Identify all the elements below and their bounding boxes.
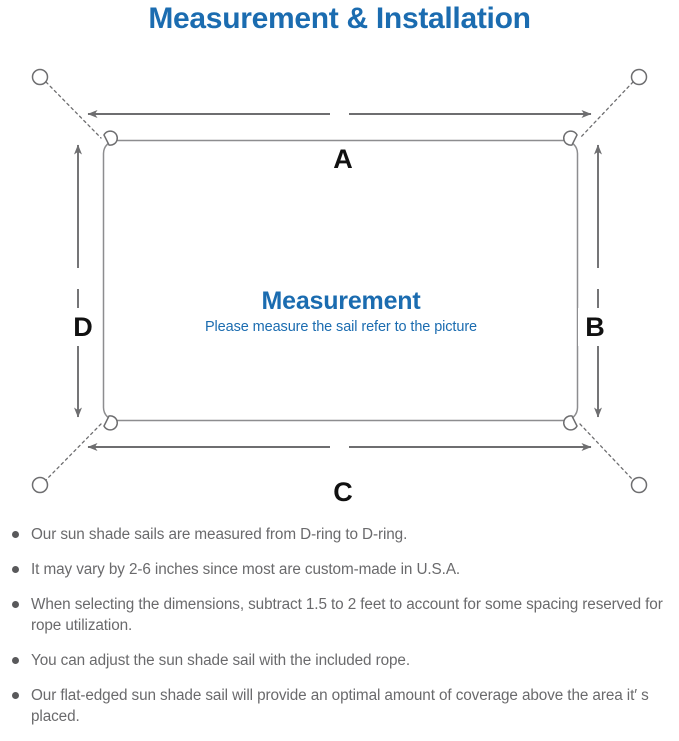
list-item: You can adjust the sun shade sail with t…	[0, 650, 679, 671]
bullet-icon	[12, 657, 19, 664]
anchor-point-top-left	[31, 68, 49, 86]
page-title: Measurement & Installation	[148, 2, 531, 35]
list-item: Our sun shade sails are measured from D-…	[0, 524, 679, 545]
notes-list: Our sun shade sails are measured from D-…	[0, 524, 679, 741]
bullet-icon	[12, 531, 19, 538]
rope-lines	[45, 81, 634, 481]
list-item: When selecting the dimensions, subtract …	[0, 594, 679, 636]
anchor-point-bottom-right	[630, 476, 648, 494]
dimension-label-a: A	[322, 144, 364, 174]
bullet-icon	[12, 601, 19, 608]
note-text: When selecting the dimensions, subtract …	[31, 596, 663, 634]
note-text: Our flat-edged sun shade sail will provi…	[31, 687, 649, 725]
note-text: It may vary by 2-6 inches since most are…	[31, 561, 461, 578]
anchor-point-bottom-left	[31, 476, 49, 494]
sail-measurement-diagram: Measurement Please measure the sail refe…	[0, 46, 679, 516]
d-rings	[103, 130, 578, 431]
list-item: It may vary by 2-6 inches since most are…	[0, 559, 679, 580]
d-ring-bottom-left	[103, 415, 119, 431]
rope-line-top-right	[579, 81, 634, 139]
d-ring-top-left	[103, 130, 119, 146]
anchor-points	[31, 68, 648, 494]
dimension-arrows	[73, 109, 603, 452]
d-ring-top-right	[562, 130, 578, 146]
dimension-label-b: B	[578, 308, 612, 346]
d-ring-bottom-right	[562, 415, 578, 431]
dimension-label-c: C	[322, 477, 364, 507]
dimension-label-d: D	[66, 308, 100, 346]
diagram-svg	[31, 68, 648, 494]
list-item: Our flat-edged sun shade sail will provi…	[0, 685, 679, 727]
bullet-icon	[12, 566, 19, 573]
rope-line-bottom-right	[579, 423, 634, 481]
rope-line-bottom-left	[45, 423, 102, 481]
shade-sail-body	[102, 139, 579, 422]
rope-line-top-left	[45, 81, 102, 139]
note-text: You can adjust the sun shade sail with t…	[31, 652, 410, 669]
bullet-icon	[12, 692, 19, 699]
note-text: Our sun shade sails are measured from D-…	[31, 526, 408, 543]
anchor-point-top-right	[630, 68, 648, 86]
